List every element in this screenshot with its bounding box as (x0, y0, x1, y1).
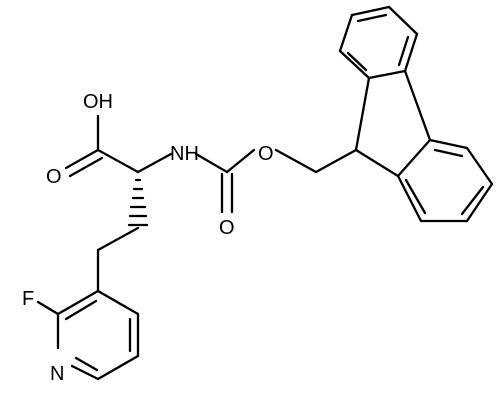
bond (350, 5, 391, 17)
bond (96, 226, 140, 252)
fmoc-linker (194, 148, 358, 214)
double-bond (356, 13, 388, 23)
bond (338, 13, 354, 53)
bond (367, 69, 407, 80)
double-bond (74, 356, 99, 372)
fluorine-label: F (22, 288, 34, 310)
bond (403, 32, 419, 73)
bond (96, 289, 140, 316)
bond (36, 300, 60, 316)
bond (354, 76, 371, 152)
bond (403, 69, 432, 142)
bond (96, 354, 140, 381)
hydroxyl-label: OH (83, 91, 113, 113)
double-bond (433, 148, 464, 158)
double-bond (64, 148, 100, 170)
bond (338, 49, 371, 80)
bond (354, 148, 400, 178)
ester-oxygen-label: O (258, 143, 274, 165)
bond (96, 148, 140, 174)
double-bond (404, 178, 427, 215)
fluoropyridine-ring (36, 289, 140, 381)
amino-acid-backbone (64, 114, 173, 293)
bond (428, 138, 469, 150)
stereo-hash-bond (127, 178, 149, 227)
bond (465, 182, 494, 223)
bond (274, 148, 318, 174)
bond (136, 152, 173, 174)
double-bond (460, 185, 485, 216)
amide-nh-label: NH (170, 143, 199, 165)
double-bond (397, 35, 410, 67)
bond (387, 5, 419, 36)
carbamate-carbonyl-oxygen-label: O (219, 217, 235, 239)
bond (56, 289, 100, 316)
bond (465, 146, 494, 186)
bond (70, 364, 100, 381)
double-bond (68, 156, 104, 178)
bond (194, 152, 229, 174)
acid-carbonyl-oxygen-label: O (46, 166, 62, 188)
bond (225, 148, 256, 174)
fluorene-group (338, 5, 494, 223)
bond (396, 138, 432, 178)
bond (314, 148, 358, 174)
pyridine-nitrogen-label: N (50, 363, 64, 385)
double-bond (64, 299, 98, 321)
double-bond (346, 51, 368, 72)
bond (396, 174, 423, 223)
